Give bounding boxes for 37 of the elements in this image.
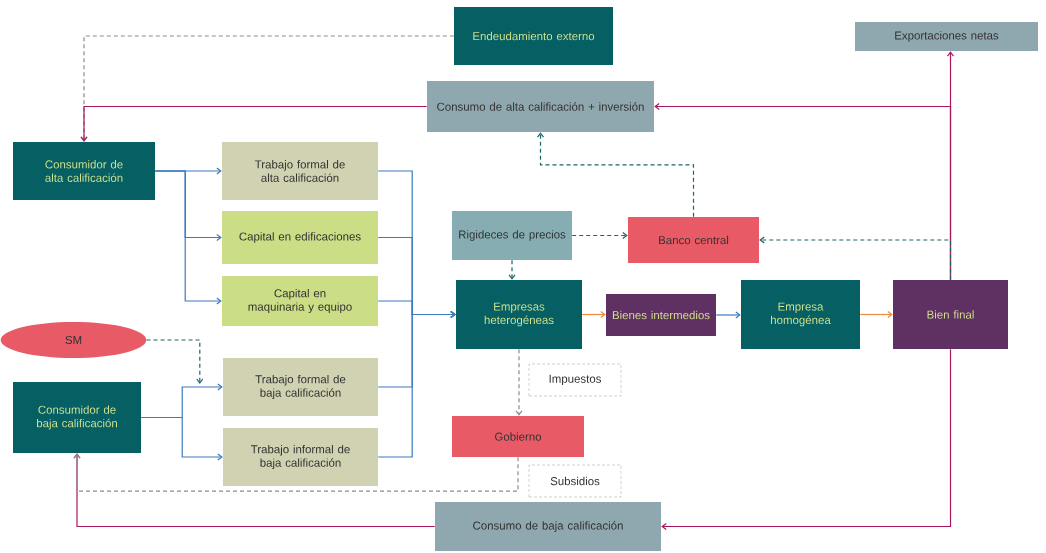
process-box: Consumo de alta calificación + inversión bbox=[427, 81, 654, 132]
arrow bbox=[145, 339, 204, 384]
process-box: Banco central bbox=[628, 217, 759, 263]
process-box: Bien final bbox=[893, 280, 1008, 349]
process-box: Capital en maquinaria y equipo bbox=[222, 276, 378, 326]
process-box: Empresa homogénea bbox=[741, 280, 860, 349]
process-box: Gobierno bbox=[452, 416, 584, 457]
arrow bbox=[581, 310, 606, 319]
arrow bbox=[715, 311, 741, 319]
arrow bbox=[515, 348, 523, 416]
arrow bbox=[859, 310, 893, 319]
process-box: Trabajo informal de baja calificación bbox=[223, 428, 378, 486]
process-box: Trabajo formal de baja calificación bbox=[223, 358, 378, 416]
process-box: Capital en edificaciones bbox=[222, 211, 378, 264]
process-box: Empresas heterogéneas bbox=[456, 280, 582, 349]
oval-node: SM bbox=[0, 322, 147, 358]
process-box: Consumidor de alta calificación bbox=[13, 142, 155, 200]
edge-label: Subsidios bbox=[528, 464, 622, 498]
arrow bbox=[140, 416, 223, 461]
process-box: Consumidor de baja calificación bbox=[13, 382, 141, 453]
arrow bbox=[759, 236, 952, 281]
process-box: Rigideces de precios bbox=[452, 211, 572, 260]
arrow bbox=[154, 170, 222, 305]
arrow bbox=[80, 105, 428, 142]
arrow bbox=[661, 348, 952, 531]
arrow bbox=[377, 310, 456, 458]
edge-label: Impuestos bbox=[528, 363, 622, 397]
process-box: Trabajo formal de alta calificación bbox=[222, 142, 378, 200]
arrow bbox=[73, 453, 519, 492]
arrow bbox=[73, 453, 436, 528]
arrow bbox=[508, 259, 516, 280]
process-box: Bienes intermedios bbox=[606, 294, 716, 336]
arrow bbox=[571, 231, 628, 240]
arrow bbox=[536, 132, 695, 218]
process-box: Exportaciones netas bbox=[855, 22, 1038, 51]
process-box: Endeudamiento externo bbox=[454, 7, 613, 65]
process-box: Consumo de baja calificación bbox=[435, 502, 661, 551]
